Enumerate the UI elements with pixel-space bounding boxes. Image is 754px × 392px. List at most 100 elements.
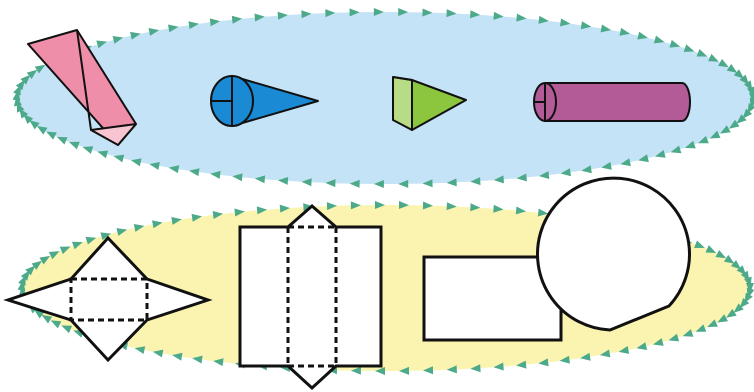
border-arrow-tip bbox=[97, 150, 109, 159]
border-arrow-tip bbox=[581, 165, 592, 174]
border-arrow-tip bbox=[422, 179, 433, 188]
border-arrow-tip bbox=[705, 245, 717, 253]
border-arrow-tip bbox=[538, 15, 549, 24]
border-arrow-tip bbox=[168, 165, 180, 174]
border-arrow-tip bbox=[50, 320, 62, 329]
border-arrow-tip bbox=[736, 265, 747, 276]
border-arrow-tip bbox=[398, 179, 409, 188]
border-arrow-tip bbox=[470, 203, 481, 212]
border-arrow-tip bbox=[171, 216, 182, 225]
border-arrow-tip bbox=[670, 145, 682, 154]
border-arrow-tip bbox=[325, 179, 336, 188]
border-arrow-tip bbox=[398, 8, 409, 17]
border-arrow-tip bbox=[134, 346, 146, 355]
bottom-region bbox=[3, 176, 754, 391]
border-arrow-tip bbox=[213, 358, 224, 367]
top-region bbox=[12, 8, 754, 189]
border-arrow-tip bbox=[148, 27, 160, 36]
border-arrow-tip bbox=[637, 31, 648, 40]
border-arrow-tip bbox=[301, 10, 312, 19]
border-arrow-tip bbox=[326, 202, 337, 211]
border-arrow-tip bbox=[399, 366, 410, 375]
border-arrow-tip bbox=[422, 201, 433, 210]
pyramid-net-outline bbox=[3, 235, 213, 363]
border-arrow-tip bbox=[212, 211, 224, 219]
cylinder-solid bbox=[533, 82, 691, 122]
border-arrow-tip bbox=[210, 170, 221, 179]
border-arrow-tip bbox=[68, 141, 80, 150]
border-arrow-tip bbox=[718, 58, 729, 68]
triangular-prism-edge bbox=[392, 76, 413, 81]
border-arrow-tip bbox=[71, 241, 83, 250]
border-arrow-tip bbox=[36, 125, 48, 135]
border-arrow-tip bbox=[34, 64, 46, 74]
border-arrow-tip bbox=[493, 362, 504, 371]
border-arrow-tip bbox=[470, 10, 481, 19]
border-arrow-tip bbox=[133, 224, 145, 232]
border-arrow-tip bbox=[515, 206, 527, 215]
border-arrow-tip bbox=[277, 11, 288, 20]
border-arrow-tip bbox=[669, 39, 681, 48]
border-arrow-tip bbox=[695, 324, 707, 332]
prism-net-outline bbox=[238, 204, 383, 391]
border-arrow-tip bbox=[398, 201, 409, 210]
border-arrow-tip bbox=[350, 201, 361, 210]
border-arrow-tip bbox=[41, 314, 53, 324]
border-arrow-tip bbox=[538, 358, 549, 367]
border-arrow-tip bbox=[191, 213, 203, 222]
border-arrow-tip bbox=[728, 119, 740, 129]
border-arrow-tip bbox=[85, 236, 97, 245]
border-arrow-tip bbox=[668, 333, 680, 342]
prism-end-face bbox=[90, 123, 137, 146]
border-arrow-tip bbox=[349, 8, 360, 17]
border-arrow-tip bbox=[470, 364, 481, 373]
border-arrow-tip bbox=[29, 120, 40, 130]
border-arrow-tip bbox=[279, 204, 290, 213]
border-arrow-tip bbox=[48, 251, 60, 260]
border-arrow-tip bbox=[560, 168, 571, 177]
border-arrow-tip bbox=[96, 40, 108, 49]
border-arrow-tip bbox=[152, 349, 164, 358]
border-arrow-tip bbox=[171, 352, 183, 361]
border-arrow-tip bbox=[301, 178, 312, 187]
border-arrow-tip bbox=[747, 102, 754, 114]
border-arrow-tip bbox=[516, 360, 527, 369]
border-arrow-tip bbox=[168, 24, 179, 33]
border-arrow-tip bbox=[234, 208, 245, 217]
square-pyramid-net bbox=[3, 235, 213, 363]
border-arrow-tip bbox=[423, 366, 434, 375]
pyramid-net-fold-square bbox=[69, 277, 149, 322]
border-arrow-tip bbox=[113, 154, 125, 163]
border-arrow-tip bbox=[349, 179, 360, 188]
border-arrow-tip bbox=[636, 342, 648, 351]
top-oval-arrow-border bbox=[12, 8, 754, 189]
triangular-prism-front-face bbox=[411, 79, 467, 131]
border-arrow-tip bbox=[59, 246, 71, 255]
border-arrow-tip bbox=[82, 146, 94, 154]
border-arrow-tip bbox=[493, 204, 504, 213]
border-arrow-tip bbox=[653, 35, 665, 44]
border-arrow-tip bbox=[560, 18, 571, 27]
border-arrow-tip bbox=[254, 13, 265, 22]
border-arrow-tip bbox=[600, 24, 612, 33]
border-arrow-tip bbox=[720, 125, 731, 134]
border-arrow-tip bbox=[188, 21, 199, 30]
border-arrow-tip bbox=[618, 346, 630, 354]
border-arrow-tip bbox=[682, 329, 694, 337]
border-arrow-tip bbox=[374, 201, 385, 210]
border-arrow-tip bbox=[277, 176, 289, 185]
border-arrow-tip bbox=[601, 161, 612, 170]
cone-sector-net bbox=[536, 176, 691, 332]
border-arrow-tip bbox=[31, 260, 43, 270]
triangular-prism-side-face bbox=[392, 76, 413, 131]
border-arrow-tip bbox=[516, 13, 527, 22]
border-arrow-tip bbox=[61, 325, 73, 334]
border-arrow-tip bbox=[325, 9, 336, 18]
border-arrow-tip bbox=[231, 15, 243, 24]
border-arrow-tip bbox=[559, 355, 570, 364]
border-arrow-tip bbox=[620, 158, 631, 167]
border-arrow-tip bbox=[493, 175, 504, 184]
border-arrow-tip bbox=[20, 74, 31, 85]
border-arrow-tip bbox=[20, 270, 30, 281]
